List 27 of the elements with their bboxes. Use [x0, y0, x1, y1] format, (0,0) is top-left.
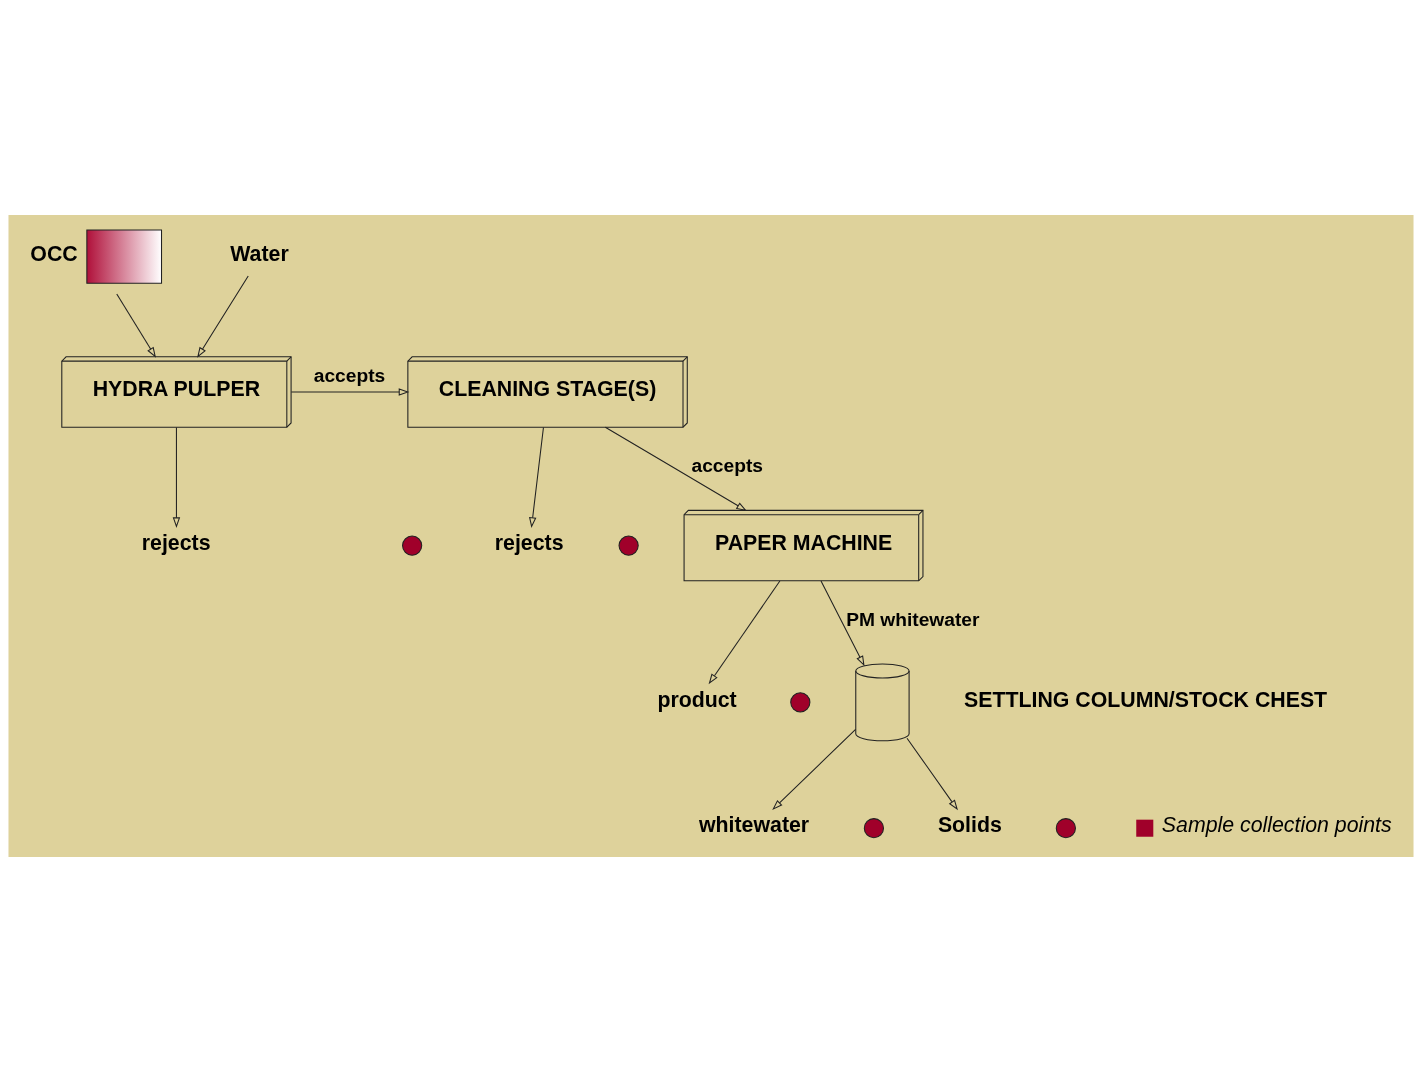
arrow — [820, 579, 865, 666]
arrow — [708, 579, 781, 684]
node-label: SETTLING COLUMN/STOCK CHEST — [964, 687, 1328, 712]
arrow — [772, 728, 857, 810]
arrow — [290, 387, 410, 396]
arrow — [116, 293, 157, 358]
arrow — [528, 426, 544, 528]
edge-label: accepts — [313, 364, 386, 386]
node-text: Solids — [937, 812, 1002, 837]
edge-label: PM whitewater — [846, 608, 980, 630]
node-text: Water — [230, 241, 289, 266]
node-text: product — [657, 687, 737, 712]
node-label: OCC — [30, 241, 78, 266]
edge-label: accepts — [691, 454, 764, 476]
node-text: rejects — [494, 530, 564, 555]
node-circle — [863, 817, 885, 838]
node-text: whitewater — [699, 812, 810, 837]
node-circle — [402, 534, 423, 556]
legend-label: Sample collection points — [1161, 812, 1392, 837]
arrow — [197, 274, 249, 358]
node-circle — [1055, 817, 1076, 838]
arrow — [604, 426, 747, 511]
arrow — [906, 737, 958, 810]
node-circle — [790, 691, 811, 712]
node-circle — [618, 534, 639, 556]
arrow — [172, 426, 181, 528]
node-text: rejects — [141, 530, 211, 555]
